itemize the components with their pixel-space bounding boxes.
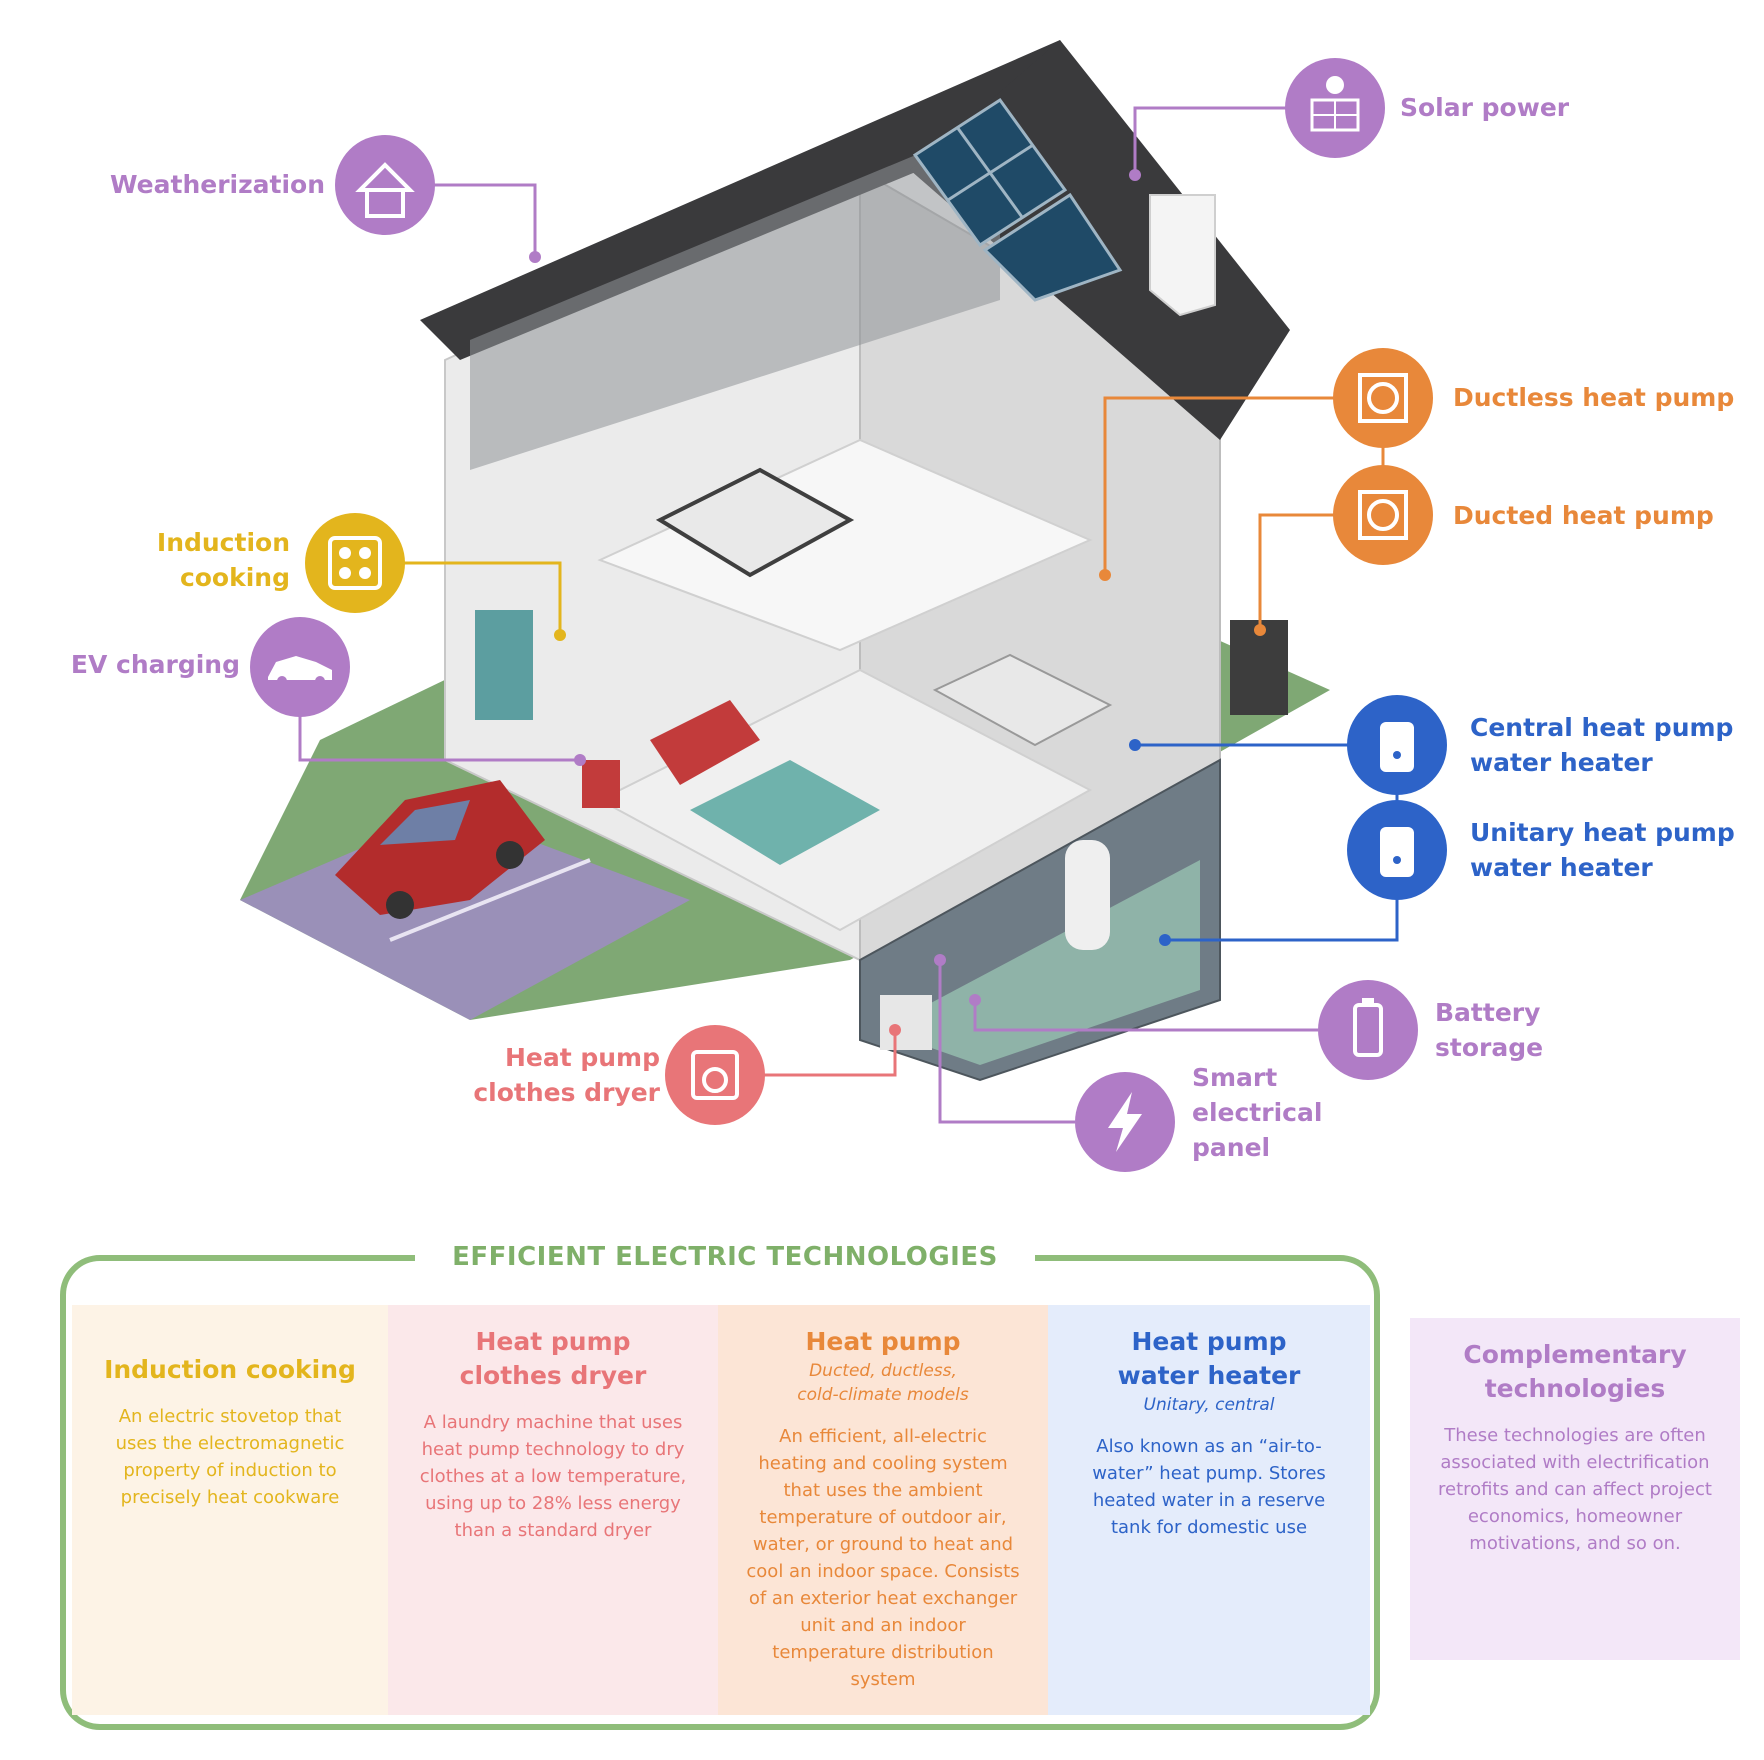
fan-icon <box>1333 348 1433 448</box>
ev-car <box>335 780 545 919</box>
roof-left <box>420 40 1090 360</box>
legend-water-heater-subtitle: Unitary, central <box>1143 1395 1275 1415</box>
house-illustration <box>240 40 1447 1172</box>
ductless-heat-pump-label: Ductless heat pump <box>1453 383 1735 412</box>
connector-weatherization <box>420 183 537 257</box>
solar-panel-icon <box>1285 58 1385 158</box>
connector-ev <box>298 712 580 762</box>
connector-induction <box>400 561 562 635</box>
connector-dot <box>554 629 566 641</box>
heat-pump-clothes-dryer-label: Heat pump clothes dryer <box>473 1043 660 1107</box>
connector-dot <box>889 1024 901 1036</box>
ev-charging-label: EV charging <box>70 650 240 679</box>
legend-dryer-description: A laundry machine that uses heat pump te… <box>419 1412 687 1541</box>
sofa <box>650 700 760 785</box>
smart-electrical-panel-label: Smart electrical panel <box>1192 1063 1323 1162</box>
solar-power-label: Solar power <box>1400 93 1570 122</box>
car-icon <box>250 617 350 717</box>
unitary-heat-pump-water-heater-label: Unitary heat pump water heater <box>1470 818 1735 882</box>
central-heat-pump-water-heater-label: Central heat pump water heater <box>1470 713 1734 777</box>
connector-battery <box>973 1000 1318 1032</box>
connector-dot <box>1159 934 1171 946</box>
house-icon <box>335 135 435 235</box>
chimney <box>1149 194 1216 317</box>
connector-dot <box>969 994 981 1006</box>
connector-dot <box>529 251 541 263</box>
battery-icon <box>1318 980 1418 1080</box>
washing-machine <box>880 995 932 1050</box>
connector-dot <box>934 954 946 966</box>
connector-dot <box>574 754 586 766</box>
weatherization-label: Weatherization <box>110 170 326 199</box>
connector-solar <box>1133 106 1290 175</box>
legend-complementary-technologies: Complementary technologies These technol… <box>1410 1318 1740 1660</box>
attic-glass <box>470 120 1000 470</box>
legend-heat-pump-water-heater: Heat pump water heater Unitary, central … <box>1048 1305 1370 1715</box>
legend-water-heater-title: Heat pump water heater <box>1117 1327 1301 1390</box>
legend-heat-pump-title: Heat pump <box>805 1327 961 1356</box>
legend-induction-title: Induction cooking <box>104 1355 356 1384</box>
fan-icon <box>1333 465 1433 565</box>
ev-charger <box>582 760 620 808</box>
legend-water-heater-description: Also known as an “air-to-water” heat pum… <box>1092 1436 1326 1538</box>
legend-dryer-title: Heat pump clothes dryer <box>459 1327 647 1390</box>
battery-storage-label: Battery storage <box>1435 998 1544 1062</box>
cooktop-icon <box>305 513 405 613</box>
legend-induction-cooking: Induction cooking An electric stovetop t… <box>72 1305 388 1715</box>
legend-heat-pump-clothes-dryer: Heat pump clothes dryer A laundry machin… <box>388 1305 718 1715</box>
washing-machine-icon <box>665 1025 765 1125</box>
connector-ductless <box>1103 396 1335 575</box>
legend-induction-description: An electric stovetop that uses the elect… <box>115 1406 345 1508</box>
connector-ducted <box>1258 513 1335 630</box>
legend-heat-pump-description: An efficient, all-electric heating and c… <box>746 1426 1020 1690</box>
legend-complementary-description: These technologies are often associated … <box>1438 1425 1712 1554</box>
rug <box>690 760 880 865</box>
legend-heat-pump: Heat pump Ducted, ductless, cold-climate… <box>718 1305 1048 1715</box>
lightning-bolt-icon <box>1075 1072 1175 1172</box>
legend-heat-pump-subtitle: Ducted, ductless, cold-climate models <box>797 1361 969 1405</box>
ducted-heat-pump-label: Ducted heat pump <box>1453 501 1714 530</box>
induction-cooking-label: Induction cooking <box>156 528 290 592</box>
solar-panels <box>912 97 1123 302</box>
connector-smart-panel <box>938 960 1075 1124</box>
connector-dot <box>1129 739 1141 751</box>
parking-line <box>389 858 591 942</box>
connector-dot <box>1099 569 1111 581</box>
fridge <box>475 610 533 720</box>
water-tank-icon <box>1347 800 1447 900</box>
dining-table <box>932 653 1113 747</box>
legend-title: EFFICIENT ELECTRIC TECHNOLOGIES <box>415 1238 1035 1276</box>
water-heater-tank <box>1065 840 1110 950</box>
connector-dot <box>1254 624 1266 636</box>
legend-complementary-title: Complementary technologies <box>1463 1340 1687 1403</box>
connector-dryer <box>760 1030 897 1077</box>
connector-dot <box>1129 169 1141 181</box>
water-tank-icon <box>1347 695 1447 795</box>
connector-unitary-water <box>1165 898 1399 942</box>
basement-floor <box>880 860 1200 1065</box>
bed <box>655 467 855 578</box>
